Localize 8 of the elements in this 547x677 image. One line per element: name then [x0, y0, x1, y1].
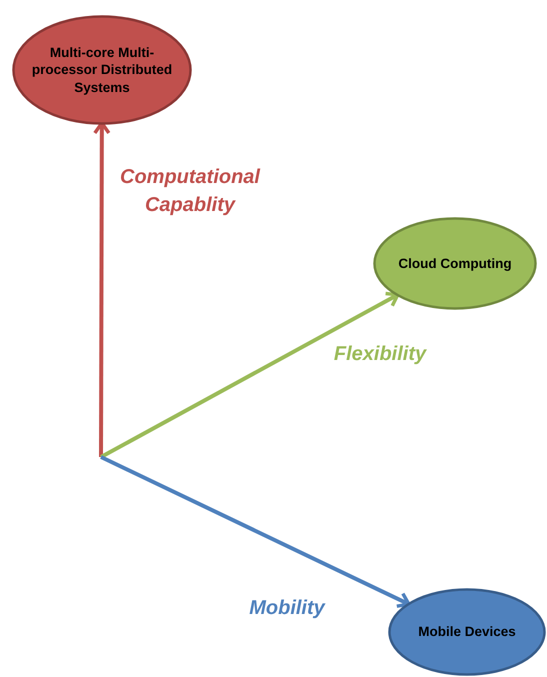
- edge-label: Computational Capablity: [119, 165, 262, 218]
- edge-label: Flexibility: [332, 342, 428, 367]
- edge-label: Mobility: [248, 596, 326, 621]
- node-label: Multi-core Multi-processor Distributed Systems: [30, 44, 174, 96]
- node-label: Cloud Computing: [397, 254, 513, 272]
- arrow: [100, 292, 400, 459]
- arrow: [100, 455, 411, 608]
- node-label: Mobile Devices: [417, 623, 517, 641]
